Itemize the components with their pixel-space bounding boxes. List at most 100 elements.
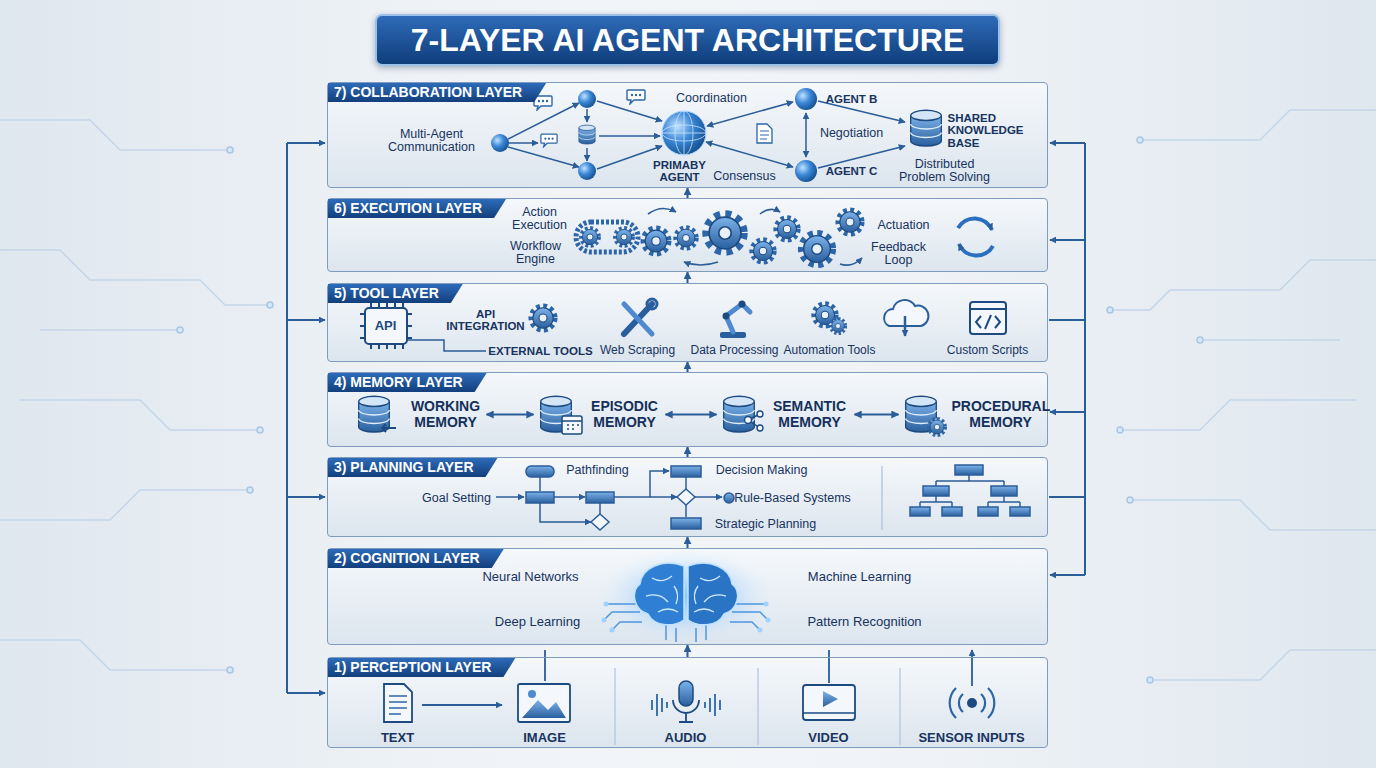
gear-train	[959, 244, 993, 256]
agent-network	[706, 142, 793, 167]
brain-illustration	[604, 604, 768, 630]
layer-label: VIDEO	[808, 730, 848, 744]
tool-icons	[970, 302, 1006, 334]
memory-icons	[382, 424, 396, 432]
agent-network	[578, 162, 596, 180]
gear-train	[615, 228, 632, 245]
agent-network	[627, 90, 645, 104]
input-icons	[389, 696, 407, 714]
flowchart	[955, 465, 983, 475]
circuit-background	[1107, 307, 1113, 313]
layer-label: AGENT C	[826, 164, 878, 177]
gear-train	[648, 208, 862, 265]
memory-icons	[745, 411, 764, 431]
memory-label: PROCEDURAL MEMORY	[952, 399, 1050, 430]
tool-icons	[624, 299, 657, 334]
layer-label: Deep Learning	[495, 614, 580, 628]
agent-network	[541, 134, 557, 147]
layer-label: SHARED KNOWLEDGE BASE	[948, 112, 1032, 150]
flowchart	[920, 496, 1020, 507]
flowchart	[910, 507, 930, 516]
circuit-background	[1130, 500, 1376, 530]
circuit-background	[247, 487, 253, 493]
memory-icons	[359, 396, 945, 435]
feedback-bus	[287, 143, 1085, 693]
connector-arrow	[487, 414, 534, 416]
layer-band: 4) MEMORY LAYERWORKING MEMORYEPISODIC ME…	[327, 372, 1048, 447]
agent-network	[662, 111, 706, 155]
circuit-background	[40, 329, 180, 331]
gear-train	[802, 234, 833, 265]
layer-heading: 5) TOOL LAYER	[328, 284, 463, 303]
gear-train	[581, 228, 598, 245]
agent-network	[757, 124, 772, 143]
input-icons	[518, 684, 570, 722]
tool-icons	[976, 315, 1000, 329]
agent-network	[534, 96, 552, 110]
input-icons	[679, 681, 693, 706]
layer-label: Machine Learning	[808, 569, 911, 583]
gear-train	[684, 262, 718, 265]
brain-illustration	[596, 548, 776, 644]
feedback-bus	[1050, 142, 1085, 144]
circuit-background	[0, 250, 270, 305]
memory-icons	[562, 421, 582, 429]
brain-illustration	[688, 563, 738, 625]
memory-label: WORKING MEMORY	[410, 399, 482, 430]
layer-label: Rule-Based Systems	[734, 492, 851, 506]
layer-label: Coordination	[676, 92, 747, 106]
tool-icons	[723, 313, 730, 320]
flowchart	[586, 492, 614, 503]
layer-label: PRIMABY AGENT	[647, 159, 713, 184]
feedback-bus	[1050, 411, 1085, 413]
feedback-bus	[286, 143, 288, 693]
input-icons	[652, 694, 720, 716]
circuit-background	[1120, 400, 1356, 430]
layer-label: Strategic Planning	[715, 518, 816, 532]
flowchart	[724, 493, 734, 503]
circuit-background	[177, 137, 1203, 683]
tool-icons	[408, 340, 486, 351]
layer-label: Action Execution	[507, 206, 573, 234]
layer-label: Negotiation	[820, 127, 883, 141]
brain-illustration	[596, 548, 776, 644]
brain-illustration	[666, 625, 706, 642]
feedback-bus	[1050, 574, 1085, 576]
layer-label: Distributed Problem Solving	[893, 158, 997, 186]
input-icons	[950, 688, 995, 718]
memory-item: SEMANTIC MEMORY	[720, 392, 852, 438]
layer-label: Data Processing	[690, 344, 778, 357]
circuit-background	[1110, 260, 1376, 310]
gear-train	[576, 208, 993, 265]
agent-network	[586, 109, 588, 122]
input-icons	[803, 685, 855, 720]
layer-label: Custom Scripts	[947, 344, 1028, 357]
brain-illustration	[602, 618, 607, 623]
layer-band: 5) TOOL LAYERAPIAPI INTEGRATIONEXTERNAL …	[327, 283, 1048, 362]
flowchart	[1010, 507, 1030, 516]
flowchart	[881, 466, 883, 530]
flowchart	[554, 496, 585, 498]
memory-label: SEMANTIC MEMORY	[770, 399, 850, 430]
gear-train	[958, 218, 993, 255]
memory-icons	[724, 396, 755, 432]
connector-arrow	[687, 645, 689, 657]
feedback-bus	[1084, 143, 1086, 575]
layer-band-fill	[327, 372, 1048, 447]
circuit-background	[227, 147, 233, 153]
brain-illustration	[610, 628, 615, 633]
brain-illustration	[604, 604, 768, 642]
brain-illustration	[602, 602, 771, 633]
tool-icons	[726, 304, 750, 332]
input-icons	[615, 668, 900, 745]
layer-label: Pattern Recognition	[807, 614, 921, 628]
memory-item: PROCEDURAL MEMORY	[902, 392, 1052, 438]
connector-arrow	[687, 447, 689, 457]
gear-train	[776, 218, 798, 240]
agent-network	[578, 90, 596, 108]
feedback-bus	[287, 142, 325, 144]
circuit-background	[1197, 337, 1203, 343]
flowchart	[923, 486, 949, 496]
input-icons	[673, 700, 699, 722]
